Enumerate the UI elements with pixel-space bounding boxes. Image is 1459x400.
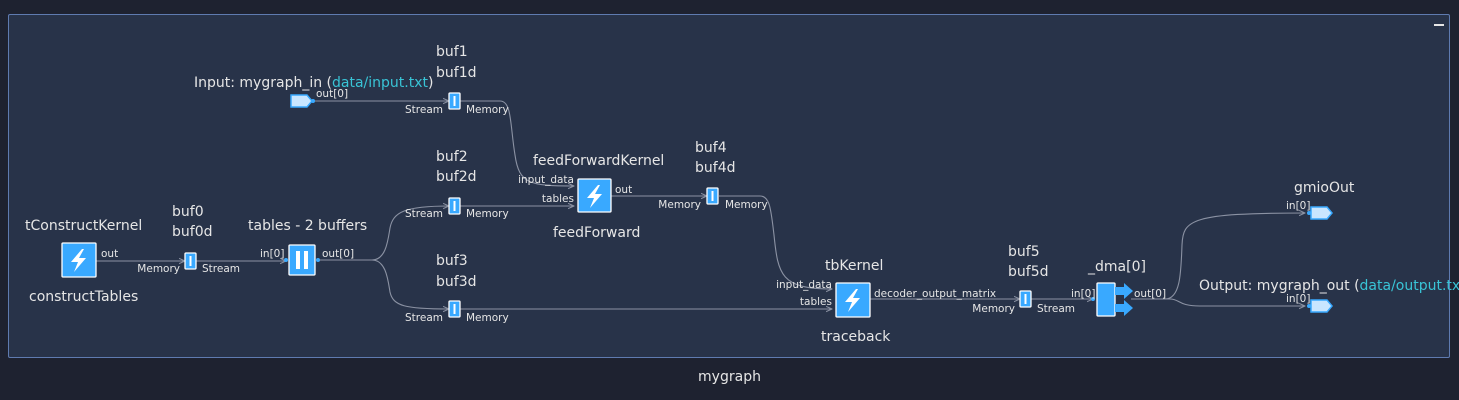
dma-out-label: out[0]	[1134, 288, 1166, 300]
input-file-link: data/input.txt	[332, 75, 428, 91]
edge-dma-output	[1131, 298, 1305, 306]
output-port-icon	[1310, 299, 1333, 313]
ff-name: feedForward	[553, 225, 640, 241]
output-node[interactable]: Output: mygraph_out (data/output.txt) in…	[1199, 278, 1459, 313]
dma-in-label: in[0]	[1071, 288, 1095, 300]
buf3-name: buf3	[436, 253, 468, 269]
tconstruct-title: tConstructKernel	[25, 218, 142, 234]
buf4-left-label: Memory	[658, 199, 701, 211]
gmio-out-node[interactable]: gmioOut in[0]	[1286, 180, 1355, 220]
buf3-right-label: Memory	[466, 312, 509, 324]
edge-dma-gmio	[1131, 213, 1305, 300]
edge-tables-buf2	[318, 206, 449, 261]
input-node[interactable]: Input: mygraph_in (data/input.txt) out[0…	[194, 75, 433, 108]
tconstruct-out-label: out	[101, 248, 118, 260]
buf2-node[interactable]: buf2 buf2d Stream Memory	[405, 149, 509, 220]
tb-title: tbKernel	[825, 258, 883, 274]
buf1-right-label: Memory	[466, 104, 509, 116]
graph-name: mygraph	[698, 369, 761, 385]
ff-in2-label: tables	[542, 193, 574, 205]
buf5-left-label: Memory	[972, 303, 1015, 315]
dma-node[interactable]: _dma[0] in[0] out[0]	[1071, 259, 1166, 317]
buf2-left-label: Stream	[405, 208, 443, 220]
collapse-button[interactable]	[1432, 16, 1446, 30]
buf4-node[interactable]: buf4 buf4d Memory Memory	[658, 140, 767, 211]
edge-tables-buf3	[318, 259, 449, 309]
feedforward-kernel-node[interactable]: feedForwardKernel input_data tables out …	[518, 153, 664, 241]
dma-icon	[1096, 282, 1116, 317]
graph-frame	[8, 14, 1450, 358]
dma-title: _dma[0]	[1087, 259, 1146, 275]
buf5-node[interactable]: buf5 buf5d Memory Stream	[972, 244, 1075, 315]
buf3-left-label: Stream	[405, 312, 443, 324]
buf4-name: buf4	[695, 140, 727, 156]
buf5-name: buf5	[1008, 244, 1040, 260]
buf1-node[interactable]: buf1 buf1d Stream Memory	[405, 44, 509, 116]
buf0d-name: buf0d	[172, 224, 212, 240]
buf3-node[interactable]: buf3 buf3d Stream Memory	[405, 253, 509, 324]
buf4-right-label: Memory	[725, 199, 768, 211]
buf0-node[interactable]: buf0 buf0d Memory Stream	[137, 204, 240, 275]
input-port-icon	[290, 94, 313, 108]
buf5-right-label: Stream	[1037, 303, 1075, 315]
edge-buf1-ff	[460, 100, 574, 186]
input-port-label: out[0]	[316, 88, 348, 100]
gmio-port-icon	[1310, 206, 1333, 220]
ff-title: feedForwardKernel	[533, 153, 664, 169]
output-title: Output: mygraph_out (data/output.txt)	[1199, 278, 1459, 294]
tb-in1-label: input_data	[776, 279, 832, 291]
ff-in1-label: input_data	[518, 174, 574, 186]
buf3d-name: buf3d	[436, 274, 476, 290]
buf2-name: buf2	[436, 149, 468, 165]
tb-out-label: decoder_output_matrix	[874, 288, 996, 300]
buf2d-name: buf2d	[436, 169, 476, 185]
tconstruct-kernel-node[interactable]: tConstructKernel out constructTables	[25, 218, 142, 305]
tconstruct-name: constructTables	[29, 289, 138, 305]
tables-in-label: in[0]	[260, 248, 284, 260]
buf0-right-label: Stream	[202, 263, 240, 275]
traceback-kernel-node[interactable]: tbKernel input_data tables decoder_outpu…	[776, 258, 996, 345]
gmio-port-label: in[0]	[1286, 200, 1310, 212]
buf0-name: buf0	[172, 204, 204, 220]
buf0-left-label: Memory	[137, 263, 180, 275]
output-port-label: in[0]	[1286, 293, 1310, 305]
buf1-left-label: Stream	[405, 104, 443, 116]
edges	[96, 101, 1305, 309]
tables-node[interactable]: tables - 2 buffers in[0] out[0]	[248, 218, 367, 276]
edge-buf4-tb	[719, 195, 832, 289]
buf1d-name: buf1d	[436, 65, 476, 81]
tb-name: traceback	[821, 329, 891, 345]
tb-in2-label: tables	[800, 296, 832, 308]
buf4d-name: buf4d	[695, 160, 735, 176]
gmio-title: gmioOut	[1294, 180, 1355, 196]
buf5d-name: buf5d	[1008, 264, 1048, 280]
tables-out-label: out[0]	[322, 248, 354, 260]
tables-title: tables - 2 buffers	[248, 218, 367, 234]
input-title: Input: mygraph_in (data/input.txt)	[194, 75, 433, 91]
ff-out-label: out	[615, 184, 632, 196]
buf2-right-label: Memory	[466, 208, 509, 220]
buf1-name: buf1	[436, 44, 468, 60]
buffer-pair-icon	[288, 244, 316, 276]
output-file-link: data/output.txt	[1360, 278, 1459, 294]
